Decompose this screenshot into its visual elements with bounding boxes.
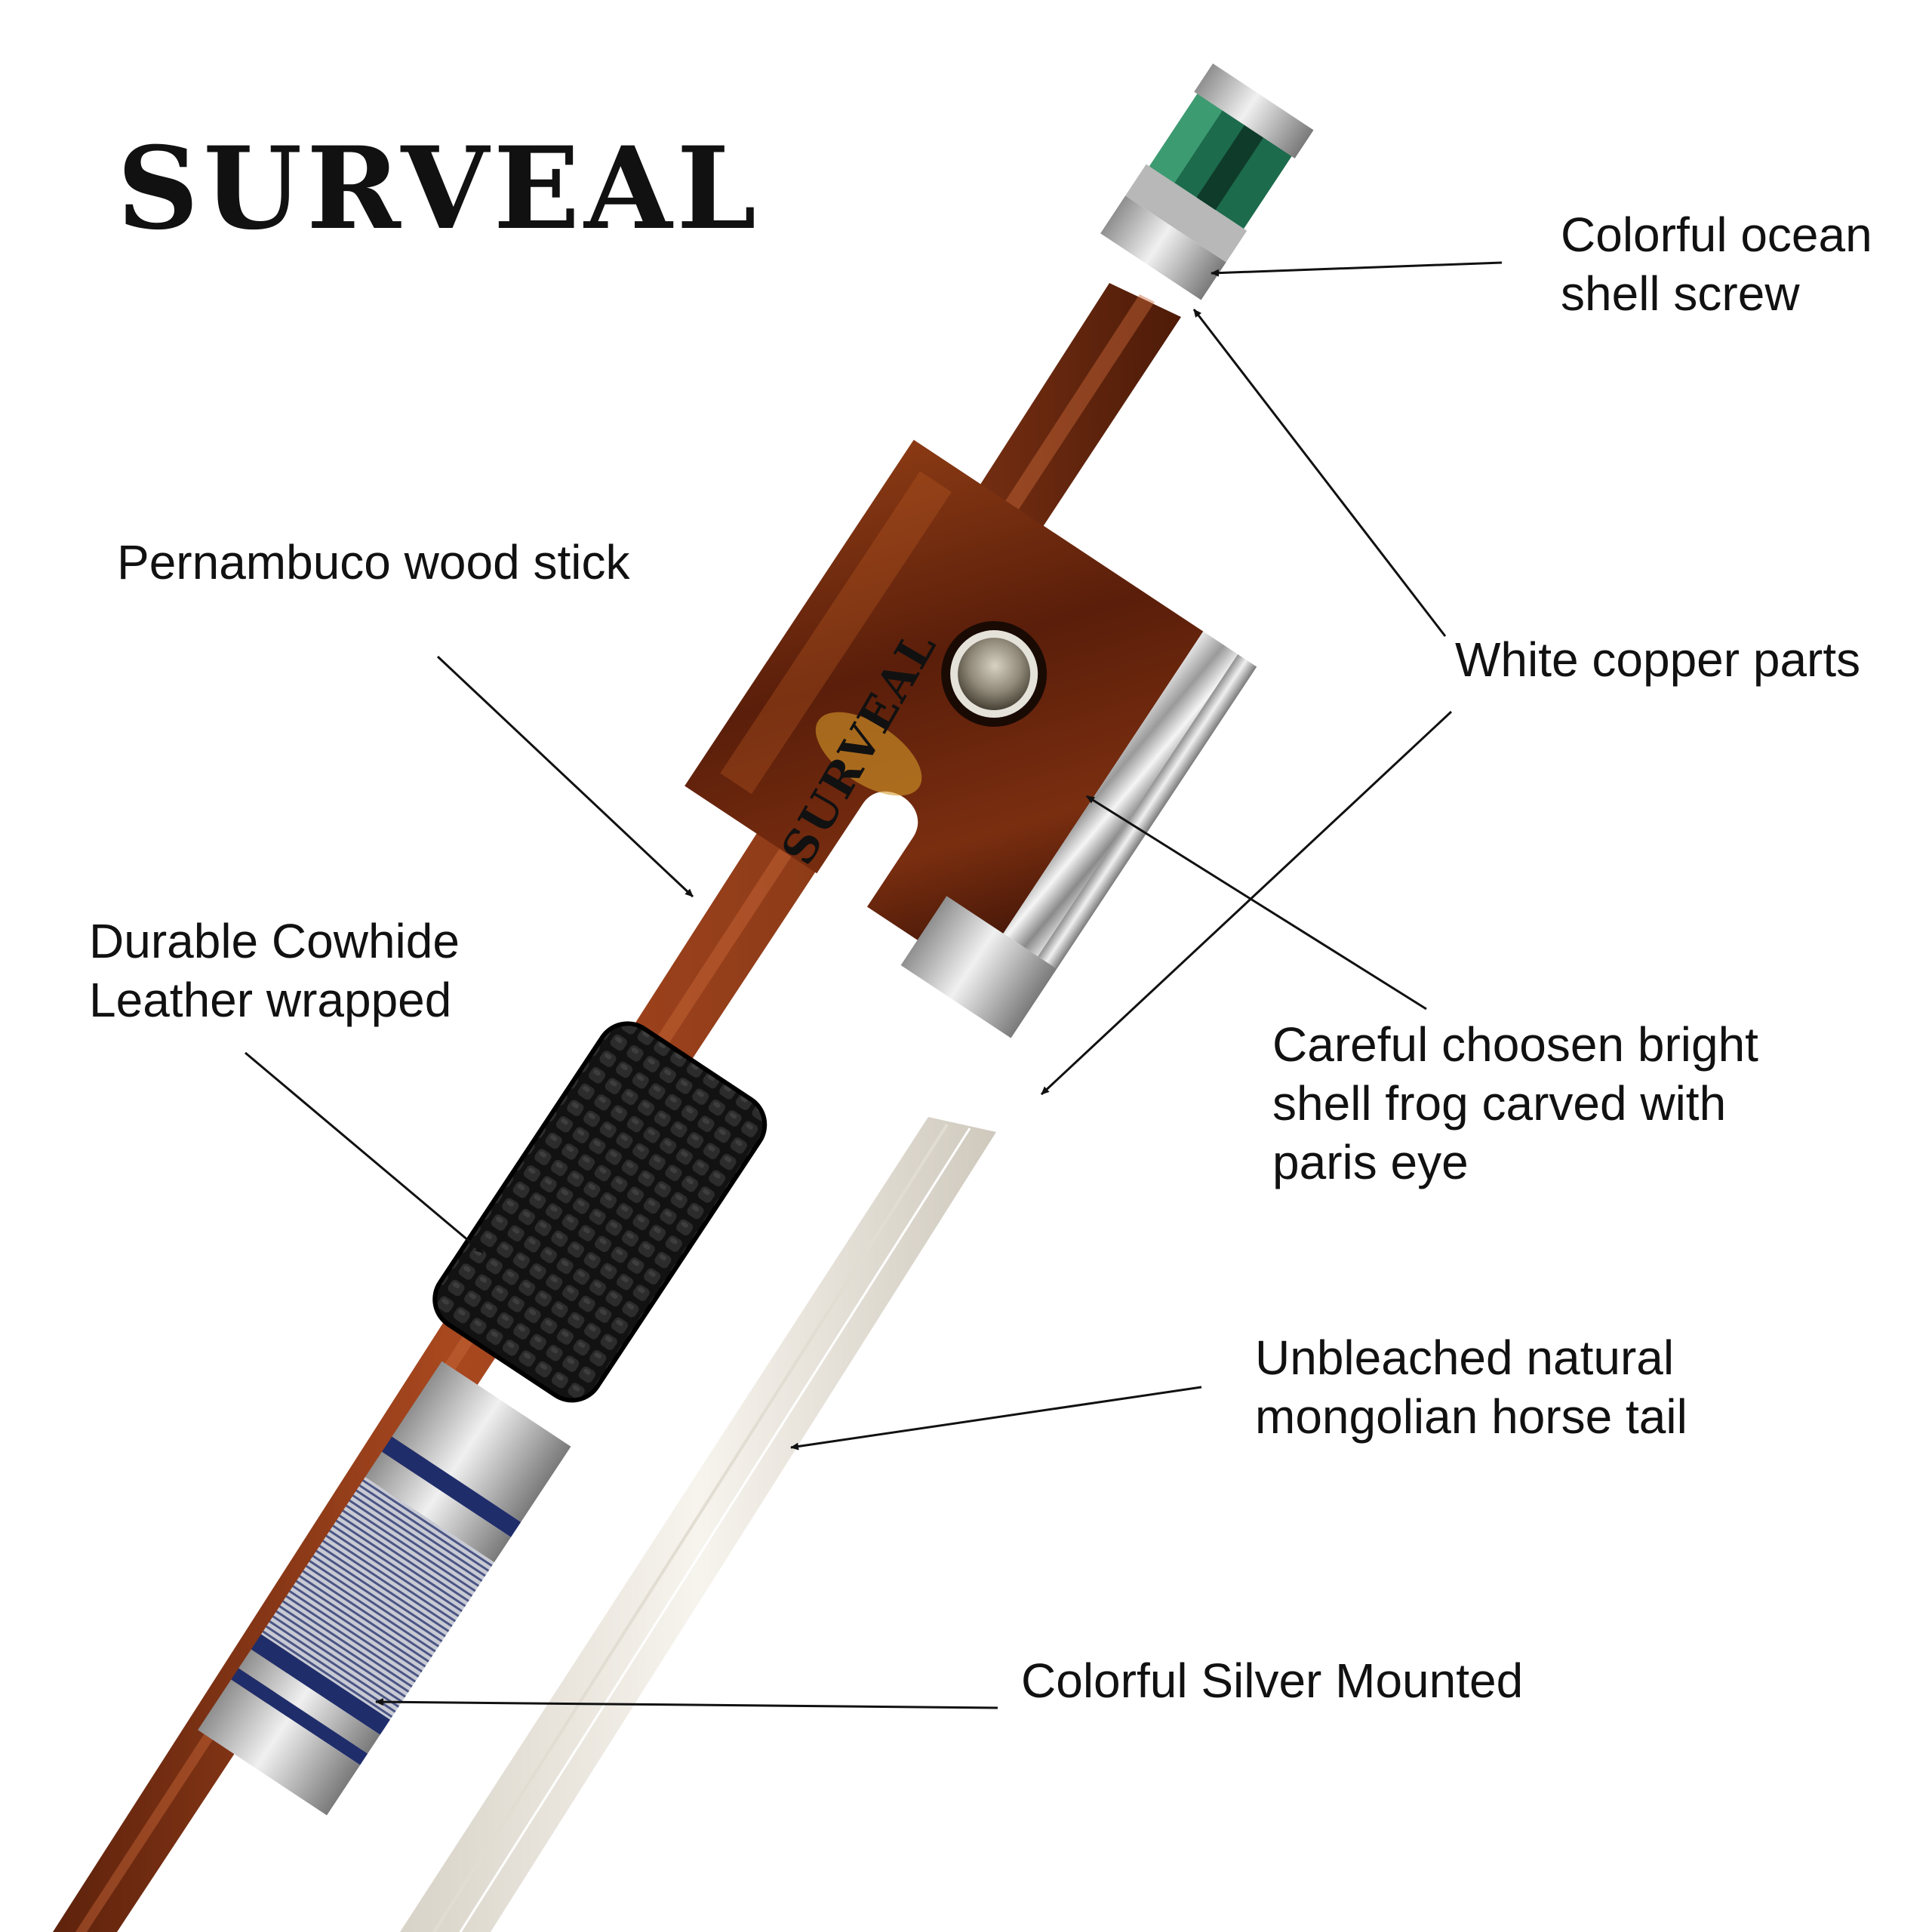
brand-logo: SURVEAL	[117, 122, 761, 255]
leather-grip	[432, 1021, 768, 1403]
callout-arrow	[1192, 309, 1447, 637]
label-stick: Pernambuco wood stick	[117, 535, 630, 589]
label-copper: White copper parts	[1455, 632, 1861, 687]
callout-arrow	[1086, 795, 1427, 1011]
label-mount: Colorful Silver Mounted	[1021, 1654, 1524, 1708]
label-hair: Unbleached natural mongolian horse tail	[1255, 1331, 1687, 1444]
label-leather: Durable Cowhide Leather wrapped	[89, 914, 460, 1027]
screw-illustration	[1100, 63, 1314, 300]
callout-arrows	[245, 261, 1503, 1709]
silver-mount	[198, 1361, 571, 1816]
label-screw: Colorful ocean shell screw	[1561, 208, 1872, 321]
label-frog: Careful choosen bright shell frog carved…	[1272, 1017, 1758, 1189]
callout-arrow	[436, 655, 694, 898]
callout-arrow	[375, 1698, 998, 1709]
callout-arrow	[790, 1386, 1202, 1451]
callout-arrow	[1040, 710, 1453, 1096]
frog-illustration	[685, 439, 1257, 1038]
callout-arrow	[245, 1051, 484, 1254]
horse-hair	[400, 1117, 996, 1932]
callout-arrow	[1211, 261, 1503, 277]
